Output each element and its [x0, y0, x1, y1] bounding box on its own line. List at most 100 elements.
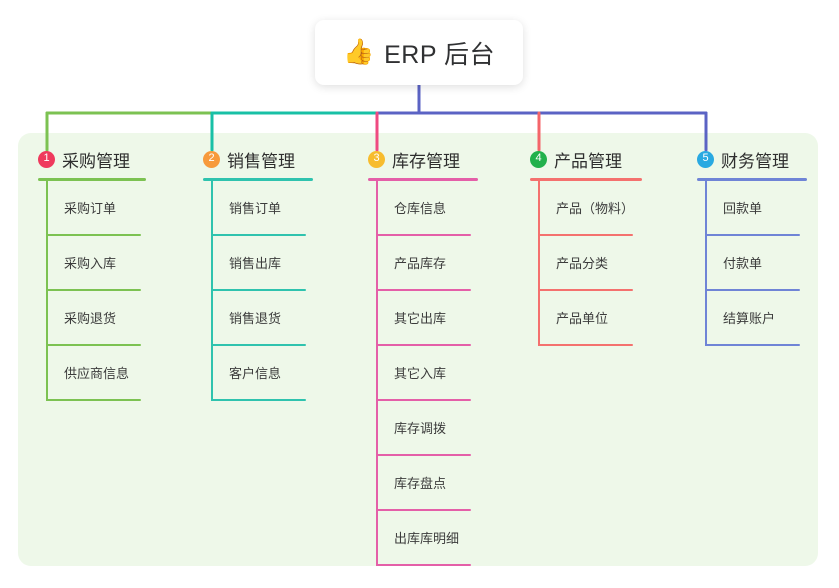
leaf-item[interactable]: 供应商信息 [38, 346, 146, 401]
leaf-item-label: 产品库存 [394, 256, 447, 271]
leaf-item[interactable]: 产品分类 [530, 236, 642, 291]
column-title: 销售管理 [227, 151, 295, 171]
column-number-badge: 2 [203, 150, 220, 168]
leaf-item-label: 采购退货 [64, 311, 117, 326]
leaf-item[interactable]: 库存调拨 [368, 401, 478, 456]
leaf-item-label: 产品单位 [556, 311, 609, 326]
leaf-item-label: 销售出库 [229, 256, 282, 271]
leaf-item-label: 其它出库 [394, 311, 447, 326]
column-number-badge: 5 [697, 150, 714, 168]
leaf-item-label: 其它入库 [394, 366, 447, 381]
leaf-item-underline [211, 399, 306, 401]
column-销售管理: 2 销售管理销售订单销售出库销售退货客户信息 [203, 146, 313, 401]
leaf-item[interactable]: 产品单位 [530, 291, 642, 346]
leaf-item-underline [538, 289, 633, 291]
column-underline [530, 178, 642, 181]
column-spine-line [211, 181, 213, 401]
column-underline [697, 178, 807, 181]
column-采购管理: 1 采购管理采购订单采购入库采购退货供应商信息 [38, 146, 146, 401]
leaf-item-underline [46, 344, 141, 346]
leaf-item-label: 采购订单 [64, 201, 117, 216]
thumbs-up-icon: 👍 [342, 38, 375, 66]
leaf-item-underline [705, 289, 800, 291]
leaf-item-underline [705, 344, 800, 346]
leaf-item[interactable]: 销售退货 [203, 291, 313, 346]
root-node-content: 👍 ERP 后台 [343, 35, 495, 71]
leaf-item-label: 客户信息 [229, 366, 282, 381]
leaf-item-underline [376, 454, 471, 456]
leaf-item-underline [46, 399, 141, 401]
leaf-item-underline [376, 344, 471, 346]
leaf-item-underline [376, 399, 471, 401]
column-number-badge: 1 [38, 150, 55, 168]
column-header[interactable]: 4 产品管理 [530, 146, 642, 172]
leaf-item-label: 销售订单 [229, 201, 282, 216]
leaf-item-underline [376, 234, 471, 236]
leaf-item-label: 销售退货 [229, 311, 282, 326]
leaf-item[interactable]: 出库库明细 [368, 511, 478, 566]
root-node-title: ERP 后台 [384, 40, 496, 69]
leaf-item[interactable]: 采购退货 [38, 291, 146, 346]
column-header[interactable]: 5 财务管理 [697, 146, 807, 172]
leaf-item[interactable]: 采购入库 [38, 236, 146, 291]
leaf-item[interactable]: 库存盘点 [368, 456, 478, 511]
leaf-item[interactable]: 仓库信息 [368, 181, 478, 236]
leaf-item-underline [538, 344, 633, 346]
leaf-item[interactable]: 结算账户 [697, 291, 807, 346]
content-panel [18, 133, 818, 566]
leaf-item-label: 结算账户 [723, 311, 776, 326]
leaf-item[interactable]: 回款单 [697, 181, 807, 236]
leaf-item-underline [376, 509, 471, 511]
leaf-item[interactable]: 客户信息 [203, 346, 313, 401]
column-number-badge: 3 [368, 150, 385, 168]
leaf-item-underline [538, 234, 633, 236]
leaf-item-label: 产品分类 [556, 256, 609, 271]
leaf-item-label: 库存盘点 [394, 476, 447, 491]
leaf-item-label: 采购入库 [64, 256, 117, 271]
column-title: 库存管理 [392, 151, 460, 171]
leaf-item-label: 供应商信息 [64, 366, 130, 381]
leaf-item[interactable]: 采购订单 [38, 181, 146, 236]
root-node-card[interactable]: 👍 ERP 后台 [315, 20, 523, 85]
column-item-list: 采购订单采购入库采购退货供应商信息 [38, 181, 146, 401]
leaf-item-underline [211, 234, 306, 236]
leaf-item-underline [376, 564, 471, 566]
leaf-item[interactable]: 产品（物料） [530, 181, 642, 236]
column-产品管理: 4 产品管理产品（物料） 产品分类产品单位 [530, 146, 642, 346]
leaf-item[interactable]: 其它出库 [368, 291, 478, 346]
column-库存管理: 3 库存管理仓库信息产品库存其它出库其它入库库存调拨库存盘点出库库明细 [368, 146, 478, 566]
column-title: 财务管理 [721, 151, 789, 171]
column-underline [38, 178, 146, 181]
leaf-item[interactable]: 付款单 [697, 236, 807, 291]
leaf-item-label: 回款单 [723, 201, 763, 216]
leaf-item-underline [211, 289, 306, 291]
leaf-item[interactable]: 销售出库 [203, 236, 313, 291]
column-title: 产品管理 [554, 151, 622, 171]
column-header[interactable]: 2 销售管理 [203, 146, 313, 172]
column-spine-line [46, 181, 48, 401]
leaf-item-underline [211, 344, 306, 346]
column-title: 采购管理 [62, 151, 130, 171]
column-header[interactable]: 3 库存管理 [368, 146, 478, 172]
leaf-item[interactable]: 产品库存 [368, 236, 478, 291]
column-财务管理: 5 财务管理回款单付款单结算账户 [697, 146, 807, 346]
leaf-item-label: 出库库明细 [394, 531, 460, 546]
leaf-item-underline [376, 289, 471, 291]
column-spine-line [538, 181, 540, 346]
column-underline [368, 178, 478, 181]
column-item-list: 仓库信息产品库存其它出库其它入库库存调拨库存盘点出库库明细 [368, 181, 478, 566]
column-header[interactable]: 1 采购管理 [38, 146, 146, 172]
leaf-item[interactable]: 销售订单 [203, 181, 313, 236]
leaf-item-underline [46, 289, 141, 291]
column-item-list: 销售订单销售出库销售退货客户信息 [203, 181, 313, 401]
column-item-list: 回款单付款单结算账户 [697, 181, 807, 346]
leaf-item-label: 仓库信息 [394, 201, 447, 216]
column-spine-line [705, 181, 707, 346]
leaf-item[interactable]: 其它入库 [368, 346, 478, 401]
column-number-badge: 4 [530, 150, 547, 168]
column-item-list: 产品（物料） 产品分类产品单位 [530, 181, 642, 346]
leaf-item-underline [46, 234, 141, 236]
column-spine-line [376, 181, 378, 566]
leaf-item-label: 产品（物料） [556, 201, 635, 216]
